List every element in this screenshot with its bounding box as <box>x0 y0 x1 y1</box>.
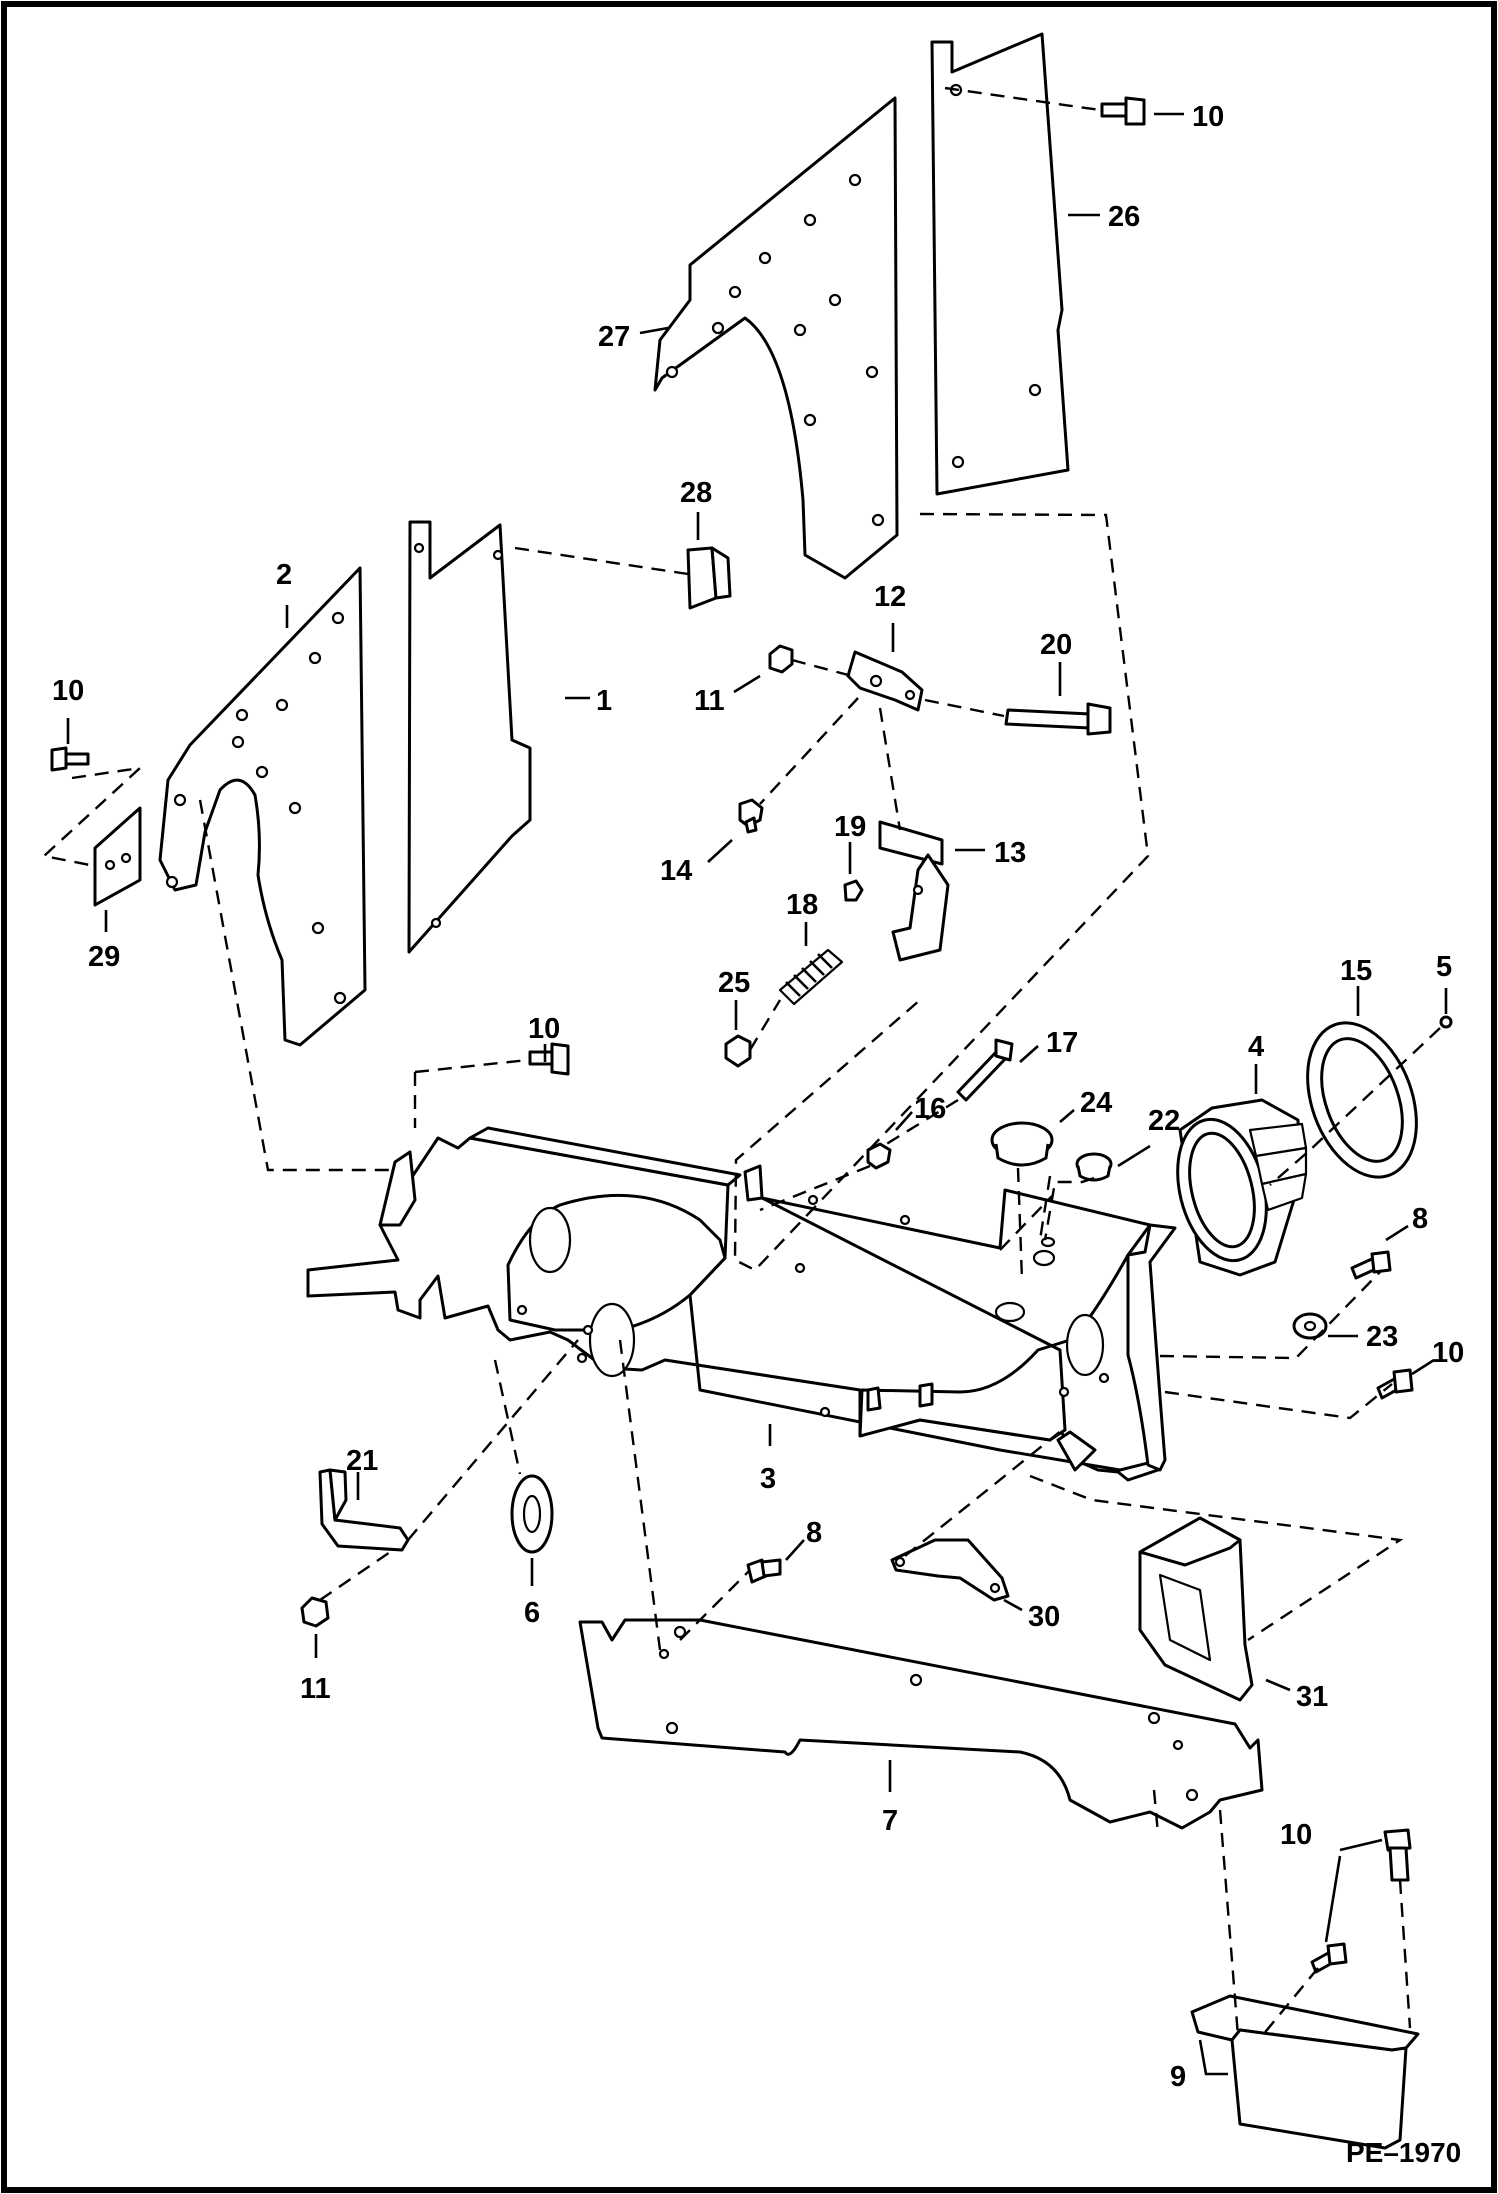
part-18-spring <box>778 948 844 1006</box>
callout-1: 1 <box>596 685 612 717</box>
callout-17: 17 <box>1046 1027 1078 1059</box>
part-23-washer <box>1292 1312 1328 1340</box>
part-9-bracket <box>1190 1994 1420 2150</box>
callout-10: 10 <box>1192 101 1224 133</box>
part-4-boot <box>1176 1098 1308 1277</box>
callout-18: 18 <box>786 889 818 921</box>
callout-14: 14 <box>660 855 692 887</box>
callout-16: 16 <box>914 1093 946 1125</box>
part-31-bracket <box>1138 1516 1254 1702</box>
part-10-bolts-bottom <box>1310 1828 1412 1974</box>
callout-labels: 10 26 27 28 2 1 12 20 11 10 14 19 13 29 … <box>52 101 1464 2093</box>
callout-4: 4 <box>1248 1031 1264 1063</box>
callout-11: 11 <box>300 1673 331 1705</box>
callout-5: 5 <box>1436 951 1452 983</box>
callout-12: 12 <box>874 581 906 613</box>
callout-25: 25 <box>718 967 750 999</box>
part-8-bolt-low <box>746 1558 782 1584</box>
callout-10: 10 <box>528 1013 560 1045</box>
part-27-shield <box>653 96 899 580</box>
part-22-plug <box>1075 1152 1113 1182</box>
callout-26: 26 <box>1108 201 1140 233</box>
part-20-bolt <box>1004 702 1112 736</box>
callout-28: 28 <box>680 477 712 509</box>
part-7-plate <box>578 1618 1264 1830</box>
callout-31: 31 <box>1296 1681 1328 1713</box>
part-10-bolt-top <box>1100 96 1146 126</box>
callout-30: 30 <box>1028 1601 1060 1633</box>
leader-lines <box>66 112 1448 2076</box>
callout-19: 19 <box>834 811 866 843</box>
callout-24: 24 <box>1080 1087 1112 1119</box>
callout-8: 8 <box>806 1517 822 1549</box>
part-28-block <box>686 546 732 610</box>
part-10-bolt-right <box>1376 1368 1414 1400</box>
part-10-bolt-left <box>50 746 90 772</box>
callout-8: 8 <box>1412 1203 1428 1235</box>
callout-10: 10 <box>52 675 84 707</box>
part-11-nut-low <box>300 1596 330 1628</box>
part-12-bracket <box>846 650 924 712</box>
part-5-screw <box>1439 1015 1453 1029</box>
callout-13: 13 <box>994 837 1026 869</box>
part-30-bracket <box>890 1538 1010 1602</box>
callout-10: 10 <box>1280 1819 1312 1851</box>
callout-21: 21 <box>346 1445 378 1477</box>
callout-15: 15 <box>1340 955 1372 987</box>
part-17-bolt <box>956 1038 1014 1102</box>
part-6-grommet <box>510 1474 554 1554</box>
part-11-nut-top <box>768 644 794 674</box>
part-14-pin <box>738 798 764 834</box>
callout-22: 22 <box>1148 1105 1180 1137</box>
part-19-nut <box>843 879 864 902</box>
part-2-panel <box>158 566 367 1047</box>
part-13-lever <box>878 820 950 962</box>
part-24-plug <box>990 1121 1054 1167</box>
callout-20: 20 <box>1040 629 1072 661</box>
callout-11: 11 <box>694 685 725 717</box>
part-15-ring <box>1306 1021 1418 1179</box>
part-3-frame <box>306 1126 1177 1482</box>
part-10-bolt-mid <box>528 1042 570 1076</box>
part-25-nut <box>724 1034 752 1068</box>
callout-10: 10 <box>1432 1337 1464 1369</box>
callout-9: 9 <box>1170 2061 1186 2093</box>
callout-2: 2 <box>276 559 292 591</box>
part-26-panel <box>930 32 1070 496</box>
callout-3: 3 <box>760 1463 776 1495</box>
callout-27: 27 <box>598 321 630 353</box>
part-1-panel <box>407 520 532 954</box>
part-21-bracket <box>318 1468 410 1552</box>
callout-7: 7 <box>882 1805 898 1837</box>
part-8-bolt-right <box>1350 1250 1392 1280</box>
assembly-dashed-lines <box>41 86 1441 2037</box>
callout-23: 23 <box>1366 1321 1398 1353</box>
callout-6: 6 <box>524 1597 540 1629</box>
drawing-code: PE–1970 <box>1346 2137 1461 2168</box>
callout-29: 29 <box>88 941 120 973</box>
part-16-nut <box>866 1142 892 1170</box>
part-29-bracket <box>93 806 142 907</box>
